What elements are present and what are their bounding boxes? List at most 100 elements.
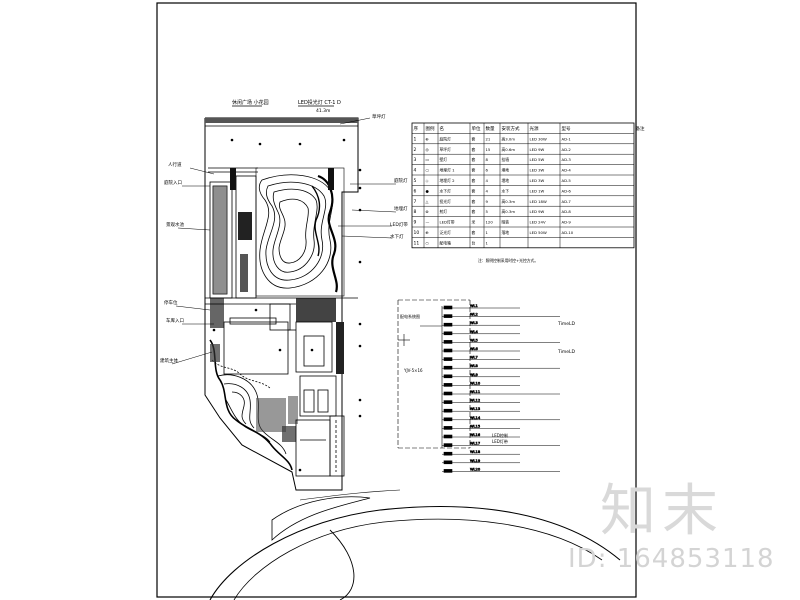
left-label-6: 建筑主体	[160, 357, 178, 364]
circuit-label: WL11	[470, 390, 480, 394]
legend-cell: 米	[472, 220, 476, 225]
breaker-symbol	[443, 391, 453, 396]
legend-cell: ▭	[426, 157, 430, 162]
legend-cell: AD-6	[562, 188, 572, 193]
left-label-3: 景观水池	[166, 221, 184, 228]
breaker-symbol	[443, 365, 453, 370]
breaker-symbol	[443, 417, 453, 422]
legend-cell: 配电箱	[440, 240, 452, 245]
circuit-label: WL19	[470, 459, 481, 463]
legend-cell: 11	[414, 240, 420, 246]
legend-cell: 120	[486, 220, 494, 225]
right-label-5: 水下灯	[390, 233, 404, 240]
legend-header-cell: 单位	[472, 125, 481, 132]
legend-cell: 4	[486, 178, 489, 183]
legend-cell: 6	[414, 188, 417, 194]
legend-cell: 套	[472, 209, 476, 214]
circuit-label: WL1	[470, 304, 478, 308]
legend-cell: 泛光灯	[440, 230, 452, 235]
legend-cell: 埋地	[502, 178, 510, 183]
circuit-label: WL14	[470, 416, 481, 420]
legend-header-cell: 型号	[562, 125, 571, 132]
site-plan: 休闲广场 小花园 LED投光灯 CT-1 D 41.3m	[160, 99, 621, 600]
sheet-border	[156, 2, 637, 598]
legend-cell: 5	[414, 178, 417, 184]
legend-cell: LED 3W	[530, 178, 545, 183]
legend-note: 注：照明控制采用时控+光控方式。	[478, 258, 538, 263]
legend-cell: 15	[486, 147, 491, 152]
legend-cell: ◎	[426, 147, 430, 152]
legend-cell: 套	[472, 157, 476, 162]
breaker-symbol	[443, 357, 453, 361]
legend-header-cell: 图例	[426, 125, 435, 132]
legend-cell: ◇	[426, 178, 429, 183]
legend-cell: 9	[486, 199, 489, 204]
circuit-label: WL3	[470, 321, 478, 325]
legend-cell: —	[426, 220, 430, 225]
legend-cell: 高3.0m	[502, 136, 516, 141]
breaker-symbol	[443, 340, 453, 344]
legend-cell: AD-8	[562, 209, 572, 214]
distribution-schematic: WL1WL2WL3WL4WL5WL6WL7WL8WL9WL10WL11WL12W…	[397, 299, 576, 473]
plan-title-right: LED投光灯 CT-1 D	[298, 99, 341, 106]
circuit-label: WL7	[470, 356, 478, 360]
circuit-label: WL5	[470, 338, 478, 342]
breaker-symbol	[443, 348, 453, 353]
circuit-label: WL15	[470, 424, 480, 428]
circuit-label: WL13	[470, 407, 480, 411]
legend-cell: 套	[472, 147, 476, 152]
legend-cell: 8	[414, 209, 417, 215]
legend-header-cell: 数量	[486, 125, 495, 132]
legend-cell: LED 1W	[530, 188, 545, 193]
legend-cell: 庭院灯	[440, 136, 452, 141]
legend-cell: LED 50W	[530, 230, 547, 235]
watermark-logo: 知末	[600, 479, 724, 544]
legend-cell: ○	[426, 240, 430, 245]
legend-cell: 2	[414, 147, 417, 153]
legend-cell: 落地	[502, 230, 510, 235]
watermark-id: ID: 164853118	[568, 544, 775, 574]
circuit-label: WL4	[470, 330, 479, 334]
legend-cell: ⊗	[426, 209, 429, 214]
legend-cell: AD-10	[562, 230, 574, 235]
legend-cell: 套	[472, 168, 476, 173]
legend-cell: AD-9	[562, 220, 572, 225]
legend-cell: LED 9W	[530, 147, 545, 152]
legend-cell: 套	[472, 178, 476, 183]
schematic-tag-3: LED控制	[492, 432, 508, 438]
legend-cell: LED 18W	[530, 199, 547, 204]
legend-cell: LED 9W	[530, 209, 545, 214]
legend-header-cell: 安装方式	[502, 125, 520, 132]
schematic-incoming: YJV-5×16	[403, 368, 423, 373]
legend-cell: 射灯	[440, 209, 448, 214]
right-label-3: 地埋灯	[394, 205, 408, 212]
legend-cell: AD-1	[562, 136, 572, 141]
legend-cell: AD-3	[562, 157, 572, 162]
legend-header-cell: 备注	[636, 125, 645, 132]
schematic-tag-2: TimeLD	[557, 349, 576, 355]
legend-cell: 1	[486, 240, 489, 245]
circuit-label: WL12	[470, 399, 480, 403]
legend-cell: AD-7	[562, 199, 572, 204]
legend-cell: 7	[414, 199, 417, 205]
breaker-symbol	[443, 331, 453, 336]
circuit-label: WL8	[470, 364, 479, 368]
legend-cell: 地埋灯 2	[440, 178, 456, 183]
legend-cell: 6	[486, 168, 489, 173]
legend-cell: 高0.6m	[502, 147, 516, 152]
legend-cell: 水下	[502, 188, 510, 193]
right-label-2: 庭院灯	[394, 177, 408, 184]
legend-cell: △	[426, 199, 429, 204]
schematic-header: 配电系统图	[400, 313, 420, 319]
legend-cell: 壁灯	[440, 157, 448, 162]
circuit-label: WL16	[470, 433, 481, 437]
circuit-label: WL9	[470, 373, 479, 377]
breaker-symbol	[443, 305, 453, 310]
circuit-label: WL20	[470, 467, 481, 471]
legend-header-cell: 序	[414, 125, 419, 132]
legend-cell: LED 24V	[530, 220, 546, 225]
legend-header-cell: 名	[440, 125, 445, 132]
legend-cell: ⊕	[426, 136, 429, 141]
